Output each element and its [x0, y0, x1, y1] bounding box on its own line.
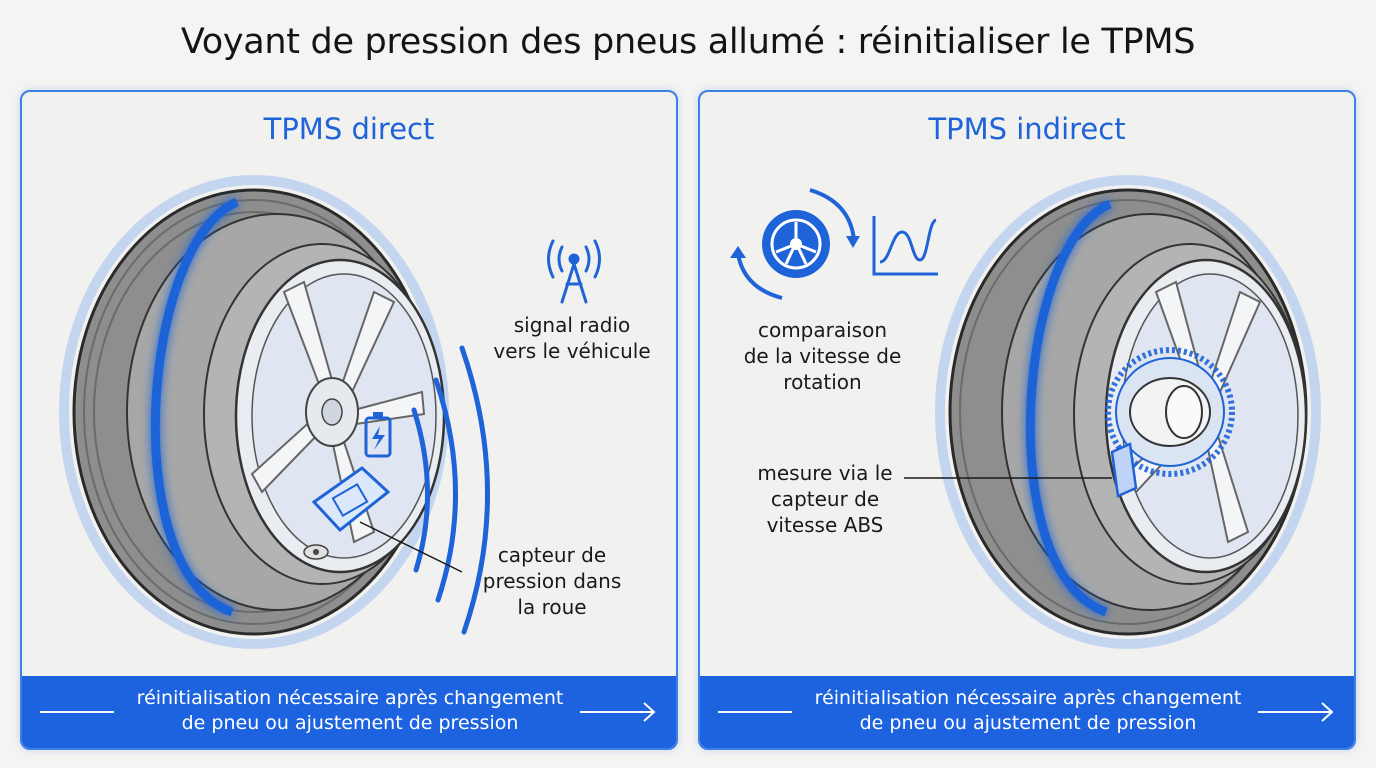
signal-label-line: vers le véhicule: [493, 339, 651, 363]
footer-line: [718, 711, 792, 713]
footer-text-line: réinitialisation nécessaire après change…: [814, 687, 1242, 709]
valve-stem-icon: [303, 544, 329, 560]
speed-label-line: de la vitesse de: [743, 344, 902, 368]
footer-line: [40, 711, 114, 713]
speed-graph-icon: [872, 216, 938, 276]
speed-label-line: rotation: [783, 370, 862, 394]
speed-label: comparaison de la vitesse de rotation: [730, 317, 915, 395]
rotating-wheel-icon: [730, 188, 860, 300]
arrow-right-icon: [1258, 702, 1334, 722]
indirect-tpms-illustration: [730, 175, 1321, 649]
abs-label-line: mesure via le: [757, 461, 893, 485]
battery-icon: [364, 412, 392, 458]
sensor-label: capteur de pression dans la roue: [462, 542, 642, 620]
sensor-label-line: capteur de: [497, 543, 607, 567]
direct-tpms-panel: TPMS direct: [20, 90, 678, 750]
reset-footer: réinitialisation nécessaire après change…: [22, 676, 676, 748]
direct-tpms-illustration: [59, 175, 601, 649]
page-title: Voyant de pression des pneus allumé : ré…: [180, 22, 1196, 62]
abs-label-line: capteur de: [770, 487, 880, 511]
signal-label-line: signal radio: [513, 313, 631, 337]
panel-title-direct: TPMS direct: [263, 112, 435, 146]
sensor-leader-line: [359, 521, 463, 573]
tire-illustration: [59, 175, 449, 649]
footer-text-line: réinitialisation nécessaire après change…: [136, 687, 564, 709]
pressure-sensor-icon: [311, 466, 391, 533]
abs-label: mesure via le capteur de vitesse ABS: [740, 460, 910, 538]
abs-sensor-icon: [1110, 442, 1138, 498]
tire-illustration: [935, 175, 1321, 649]
radio-tower-icon: [547, 239, 601, 304]
abs-label-line: vitesse ABS: [766, 513, 884, 537]
reset-footer: réinitialisation nécessaire après change…: [700, 676, 1354, 748]
indirect-tpms-panel: TPMS indirect: [698, 90, 1356, 750]
footer-text-line: de pneu ou ajustement de pression: [181, 712, 519, 734]
signal-label: signal radio vers le véhicule: [492, 312, 652, 364]
arrow-right-icon: [580, 702, 656, 722]
footer-text: réinitialisation nécessaire après change…: [112, 686, 588, 736]
footer-text-line: de pneu ou ajustement de pression: [859, 712, 1197, 734]
sensor-label-line: la roue: [517, 595, 587, 619]
sensor-label-line: pression dans: [482, 569, 622, 593]
speed-label-line: comparaison: [757, 318, 888, 342]
panel-title-indirect: TPMS indirect: [928, 112, 1126, 146]
footer-text: réinitialisation nécessaire après change…: [790, 686, 1266, 736]
